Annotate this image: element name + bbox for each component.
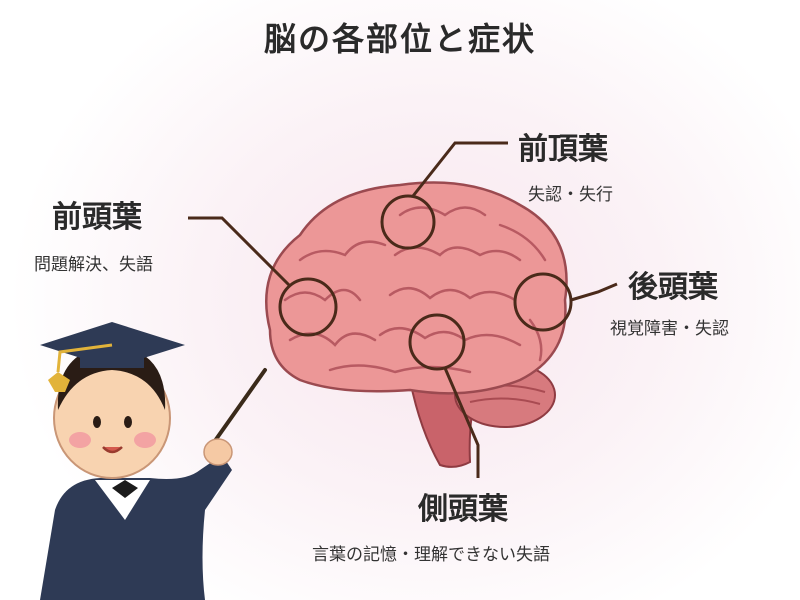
- brain: [265, 181, 568, 395]
- lobe-symptoms-temporal: 言葉の記憶・理解できない失語: [312, 545, 550, 565]
- lobe-symptoms-occipital: 視覚障害・失認: [610, 319, 729, 339]
- professor-illustration: [40, 322, 267, 600]
- leader-frontal: [188, 216, 338, 337]
- leader-occipital: [513, 272, 618, 332]
- leader-temporal: [408, 313, 480, 478]
- lobe-name-occipital: 後頭葉: [628, 270, 718, 305]
- lobe-name-parietal: 前頂葉: [518, 132, 608, 167]
- lobe-name-frontal: 前頭葉: [52, 200, 142, 235]
- lobe-name-temporal: 側頭葉: [418, 492, 508, 527]
- lobe-symptoms-parietal: 失認・失行: [528, 185, 613, 205]
- leader-parietal: [380, 141, 508, 250]
- lobe-symptoms-frontal: 問題解決、失語: [34, 255, 153, 275]
- diagram-title: 脳の各部位と症状: [263, 20, 536, 58]
